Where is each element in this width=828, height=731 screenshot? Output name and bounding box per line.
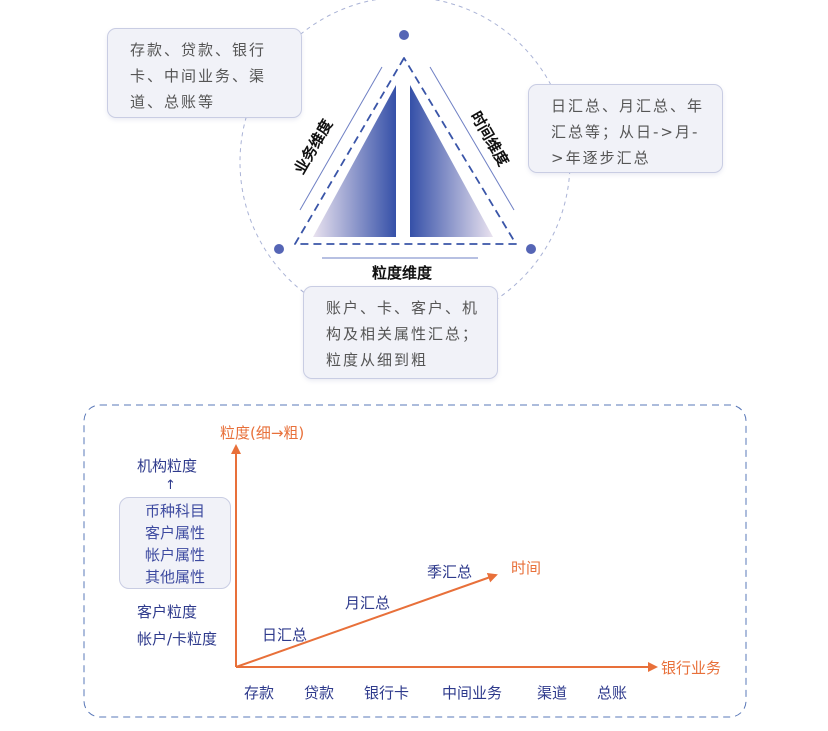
level-customer: 客户粒度 [137, 603, 198, 621]
time-line [429, 66, 515, 211]
level-org: 机构粒度 [137, 457, 198, 475]
vertex-dot [274, 244, 284, 254]
time-point-quarter: 季汇总 [427, 563, 473, 581]
attribute-item: 客户属性 [144, 524, 205, 542]
x-category: 银行卡 [364, 684, 410, 702]
time-axis [235, 572, 498, 668]
attribute-item: 帐户属性 [144, 546, 205, 564]
vertex-dot [526, 244, 536, 254]
attribute-item: 币种科目 [144, 502, 205, 520]
business-box: 存款、贷款、银行卡、中间业务、渠道、总账等 [107, 28, 302, 118]
x-axis-label: 银行业务 [661, 659, 722, 677]
x-category: 贷款 [304, 684, 335, 702]
y-axis-label: 粒度(细→粗) [220, 424, 305, 442]
level-account: 帐户/卡粒度 [137, 630, 218, 648]
x-category: 渠道 [537, 684, 568, 702]
time-axis-label: 时间 [511, 559, 542, 577]
up-arrow-icon: ↑ [165, 478, 176, 493]
attribute-item: 其他属性 [144, 568, 205, 586]
business-line [299, 66, 383, 211]
granularity-dimension-label: 粒度维度 [372, 264, 433, 282]
dashed-triangle [294, 57, 517, 245]
time-point-day: 日汇总 [262, 626, 308, 644]
granularity-box: 账户、卡、客户、机构及相关属性汇总；粒度从细到粗 [303, 286, 498, 379]
right-triangle [410, 85, 493, 237]
x-category: 总账 [597, 684, 628, 702]
bottom-frame [83, 404, 747, 718]
attributes-box: 币种科目 客户属性 帐户属性 其他属性 [119, 497, 231, 589]
left-triangle [313, 85, 396, 237]
time-point-month: 月汇总 [345, 594, 391, 612]
x-category: 存款 [244, 684, 275, 702]
vertex-dot [399, 30, 409, 40]
time-box: 日汇总、月汇总、年汇总等；从日->月->年逐步汇总 [528, 84, 723, 173]
x-category: 中间业务 [442, 684, 503, 702]
